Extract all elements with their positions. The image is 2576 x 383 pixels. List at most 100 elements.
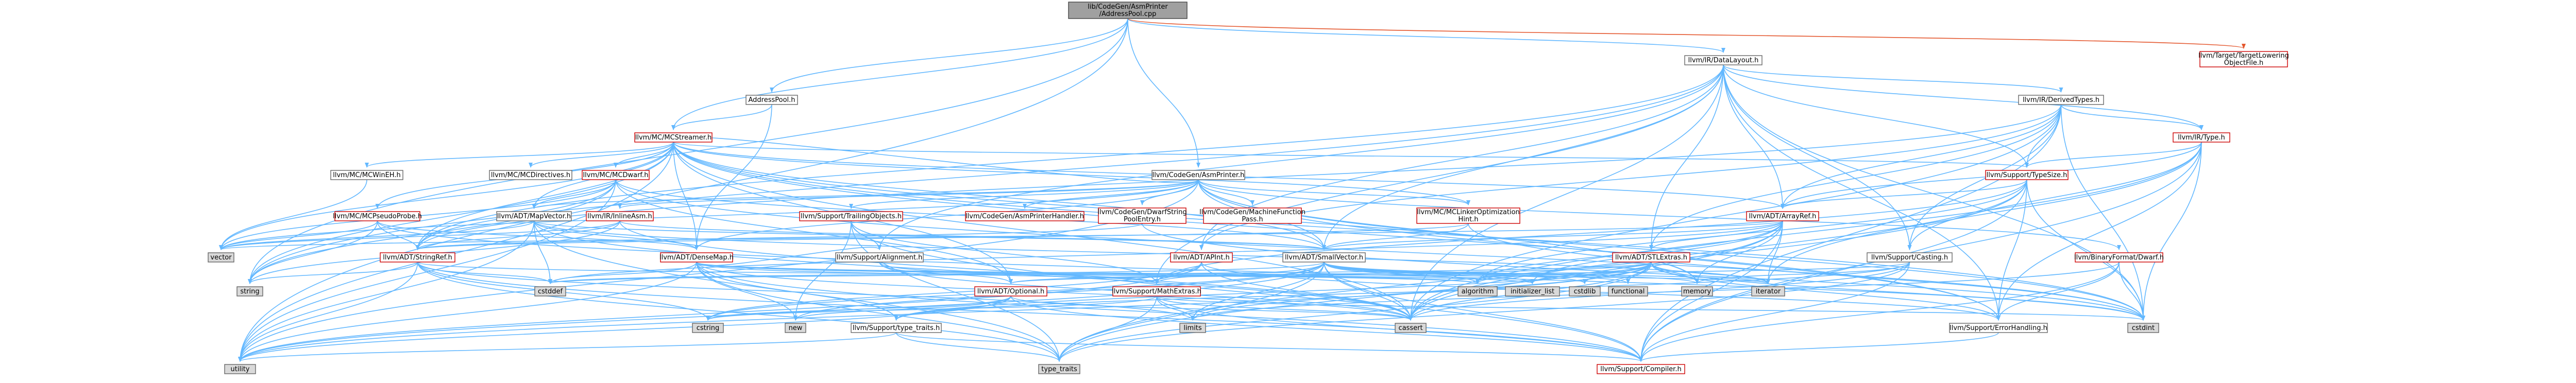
node-stringref[interactable]: llvm/ADT/StringRef.h <box>380 252 455 263</box>
edge-arrayref-to-cstddef <box>548 220 1783 284</box>
node-box <box>380 252 455 263</box>
node-asmhandler[interactable]: llvm/CodeGen/AsmPrinterHandler.h <box>965 211 1084 221</box>
edge-casting-to-typetraits <box>894 262 1910 321</box>
node-mcstreamer[interactable]: llvm/MC/MCStreamer.h <box>634 132 713 143</box>
edge-densemap-to-type_traits <box>696 262 1061 362</box>
edge-typesize-to-algorithm <box>1476 179 2027 284</box>
node-cstdlib[interactable]: cstdlib <box>1569 286 1601 297</box>
edge-mathextras-to-cstdint <box>1156 295 2145 321</box>
node-box <box>660 252 733 263</box>
node-inlineasm[interactable]: llvm/IR/InlineAsm.h <box>586 211 654 221</box>
node-alignment[interactable]: llvm/Support/Alignment.h <box>835 252 924 263</box>
node-cstdint[interactable]: cstdint <box>2127 323 2159 333</box>
edge-root-to-datalayout <box>1127 18 1725 53</box>
edge-binaryformat-to-errorhandling <box>1996 262 2120 321</box>
node-errorhandling[interactable]: llvm/Support/ErrorHandling.h <box>1949 323 2048 333</box>
node-casting[interactable]: llvm/Support/Casting.h <box>1867 252 1953 263</box>
edge-codegenasm-to-mapvector <box>532 179 1199 209</box>
edge-stlextras-to-initlist <box>1530 262 1652 284</box>
node-box <box>1395 323 1427 333</box>
edge-mclohint-to-smallvector <box>1322 223 1469 250</box>
node-binaryformat[interactable]: llvm/BinaryFormat/Dwarf.h <box>2074 252 2164 263</box>
node-label: llvm/ADT/STLExtras.h <box>1615 254 1687 262</box>
node-label: llvm/ADT/ArrayRef.h <box>1749 213 1817 220</box>
node-initlist[interactable]: initializer_list <box>1505 286 1560 297</box>
node-functional[interactable]: functional <box>1608 286 1648 297</box>
edge-mcstreamer-to-smallvector <box>673 142 1326 250</box>
node-box <box>1867 252 1953 263</box>
node-limits[interactable]: limits <box>1179 323 1206 333</box>
edge-casting-to-cassert <box>1409 262 1910 321</box>
node-stlextras[interactable]: llvm/ADT/STLExtras.h <box>1612 252 1690 263</box>
node-box <box>1597 364 1685 374</box>
node-irtype[interactable]: llvm/IR/Type.h <box>2173 132 2230 143</box>
node-mcpseudo[interactable]: llvm/MC/MCPseudoProbe.h <box>333 211 422 221</box>
node-type_traits[interactable]: type_traits <box>1038 364 1080 374</box>
node-trailing[interactable]: llvm/Support/TrailingObjects.h <box>799 211 903 221</box>
node-cassert[interactable]: cassert <box>1395 323 1427 333</box>
edge-arrayref-to-cassert <box>1409 220 1783 321</box>
node-mcdirectives[interactable]: llvm/MC/MCDirectives.h <box>489 170 572 180</box>
edge-mclohint-to-stringref <box>416 223 1469 250</box>
node-label: llvm/CodeGen/MachineFunction <box>1199 208 1306 216</box>
node-smallvector[interactable]: llvm/ADT/SmallVector.h <box>1282 252 1366 263</box>
node-label: AddressPool.h <box>748 96 795 104</box>
edge-mcwinEH-to-vector <box>219 179 367 250</box>
node-box <box>1505 286 1560 297</box>
node-iterator[interactable]: iterator <box>1751 286 1785 297</box>
node-compiler[interactable]: llvm/Support/Compiler.h <box>1597 364 1685 374</box>
node-cstring[interactable]: cstring <box>692 323 724 333</box>
edge-irtype-to-cassert <box>1409 142 2202 321</box>
node-typesize[interactable]: llvm/Support/TypeSize.h <box>1985 170 2069 180</box>
node-codegenasm[interactable]: llvm/CodeGen/AsmPrinter.h <box>1151 170 1245 180</box>
node-box <box>534 286 566 297</box>
edge-codegenasm-to-memory <box>1198 179 1699 284</box>
node-mcdwarf[interactable]: llvm/MC/MCDwarf.h <box>582 170 650 180</box>
node-algorithm[interactable]: algorithm <box>1458 286 1498 297</box>
node-box <box>2075 252 2163 263</box>
node-datalayout[interactable]: llvm/IR/DataLayout.h <box>1684 55 1762 65</box>
edge-dwarfstring-to-stringref <box>416 223 1143 250</box>
node-label: initializer_list <box>1511 288 1554 295</box>
edge-mcpseudo-to-string <box>248 220 378 284</box>
edge-typesize-to-mathextras <box>1155 179 2027 284</box>
node-cstddef[interactable]: cstddef <box>534 286 566 297</box>
edge-addresspool-to-mcstreamer <box>671 104 772 130</box>
node-memory[interactable]: memory <box>1681 286 1713 297</box>
node-addresspool[interactable]: AddressPool.h <box>745 95 798 105</box>
node-arrayref[interactable]: llvm/ADT/ArrayRef.h <box>1746 211 1819 221</box>
edge-densemap-to-alignment <box>696 245 882 266</box>
node-box <box>1179 323 1206 333</box>
edge-stlextras-to-utility <box>238 262 1652 362</box>
edge-casting-to-optional <box>1009 262 1910 284</box>
edge-arrayref-to-vector <box>219 220 1783 250</box>
node-label: llvm/Support/MathExtras.h <box>1112 288 1201 295</box>
edge-optional-to-compiler <box>1010 295 1643 362</box>
node-box <box>1282 252 1366 263</box>
edge-codegenasm-to-densemap <box>694 179 1199 250</box>
node-apint[interactable]: llvm/ADT/APInt.h <box>1170 252 1233 263</box>
node-new[interactable]: new <box>785 323 806 333</box>
node-mapvector[interactable]: llvm/ADT/MapVector.h <box>496 211 572 221</box>
edge-mcdwarf-to-utility <box>238 179 616 362</box>
node-optional[interactable]: llvm/ADT/Optional.h <box>974 286 1047 297</box>
node-vector[interactable]: vector <box>208 252 234 263</box>
node-label: llvm/MC/MCPseudoProbe.h <box>333 213 422 220</box>
node-typetraits[interactable]: llvm/Support/type_traits.h <box>851 323 942 333</box>
edge-mcstreamer-to-errorhandling <box>673 142 2001 321</box>
edge-mapvector-to-densemap <box>533 220 699 250</box>
node-densemap[interactable]: llvm/ADT/DenseMap.h <box>659 252 734 263</box>
node-derivedtypes[interactable]: llvm/IR/DerivedTypes.h <box>2018 95 2104 105</box>
node-string[interactable]: string <box>236 286 263 297</box>
edge-mcstreamer-to-cassert <box>673 142 1413 321</box>
node-label: type_traits <box>1041 365 1077 373</box>
node-utility[interactable]: utility <box>224 364 256 374</box>
node-root[interactable]: lib/CodeGen/AsmPrinter/AddressPool.cpp <box>1068 2 1188 19</box>
node-mcwinEH[interactable]: llvm/MC/MCWinEH.h <box>330 170 403 180</box>
node-mathextras[interactable]: llvm/Support/MathExtras.h <box>1112 286 1201 297</box>
